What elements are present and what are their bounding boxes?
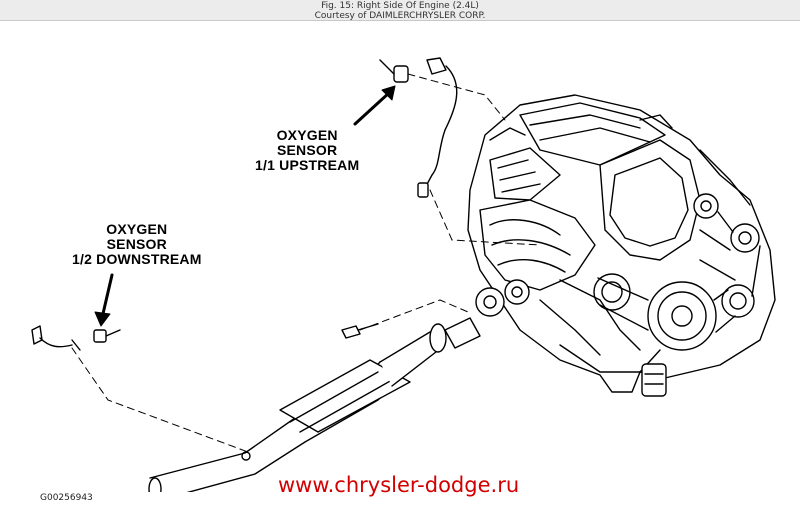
engine-illustration — [467, 94, 776, 397]
figure-code: G00256943 — [40, 493, 93, 503]
figure-caption: Fig. 15: Right Side Of Engine (2.4L) — [321, 1, 479, 11]
flange-bolt — [341, 323, 379, 339]
callout-arrows — [94, 85, 396, 327]
upstream-label-line2: SENSOR — [276, 142, 338, 158]
watermark: www.chrysler-dodge.ru — [278, 473, 520, 497]
downstream-sensor — [31, 325, 121, 351]
upstream-label-line3: 1/1 UPSTREAM — [255, 157, 360, 173]
upstream-label-line1: OXYGEN — [276, 127, 338, 143]
upstream-sensor-label: OXYGEN SENSOR 1/1 UPSTREAM — [255, 128, 359, 173]
figure-credit: Courtesy of DAIMLERCHRYSLER CORP. — [314, 11, 486, 21]
downstream-label-line3: 1/2 DOWNSTREAM — [72, 251, 202, 267]
figure-header: Fig. 15: Right Side Of Engine (2.4L) Cou… — [0, 0, 800, 21]
downstream-sensor-label: OXYGEN SENSOR 1/2 DOWNSTREAM — [72, 222, 202, 267]
exhaust-assembly — [148, 279, 530, 492]
downstream-label-line2: SENSOR — [106, 236, 167, 252]
downstream-label-line1: OXYGEN — [106, 221, 168, 237]
upstream-sensor — [379, 57, 458, 198]
engine-diagram — [31, 57, 776, 492]
leader-lines — [71, 73, 541, 453]
